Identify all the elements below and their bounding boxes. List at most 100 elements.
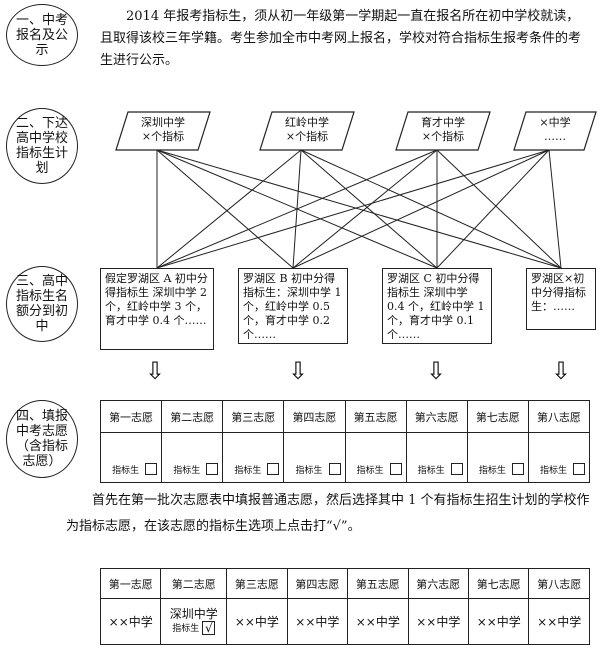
zhibiao-checkbox[interactable]: [511, 463, 524, 475]
step-1-ellipse: 一、中考报名及公示: [6, 4, 78, 66]
down-arrow-icon: ⇩: [288, 357, 309, 385]
volunteer-header-7: 第七志愿: [466, 400, 529, 433]
high-school-shape-1: [115, 111, 211, 151]
connection-line-1-2: [156, 149, 294, 269]
example-cell-1[interactable]: ××中学: [99, 598, 162, 645]
example-header-7: 第七志愿: [468, 568, 530, 599]
high-school-3-quota: ×个指标: [421, 130, 465, 143]
high-school-2-name: 红岭中学: [285, 116, 329, 129]
step-3-label: 三、高中指标生名额分到初中: [15, 274, 68, 334]
high-school-shape-3: [395, 111, 491, 151]
middle-school-box-c: 罗湖区 C 初中分得指标生 深圳中学 0.4 个，红岭中学 1 个，育才中学 0…: [382, 268, 492, 344]
zhibiao-checkbox[interactable]: [573, 463, 585, 475]
connection-line-4-4: [548, 149, 562, 269]
step-4-label: 四、填报中考志愿（含指标志愿）: [15, 409, 68, 469]
example-input-row: ××中学 深圳中学 指标生√ ××中学 ××中学 ××中学 ××中学 ××中学 …: [99, 598, 590, 645]
example-selected-school: 深圳中学: [169, 607, 218, 621]
zhibiao-checkbox[interactable]: [145, 463, 158, 475]
middle-school-c-text: 罗湖区 C 初中分得指标生 深圳中学 0.4 个，红岭中学 1 个，育才中学 0…: [387, 272, 485, 341]
middle-school-box-a: 假定罗湖区 A 初中分得指标生 深圳中学 2 个，红岭中学 3 个，育才中学 0…: [100, 268, 214, 350]
connection-line-3-1: [156, 149, 438, 269]
volunteer-header-3: 第三志愿: [222, 400, 285, 433]
example-header-3: 第三志愿: [226, 568, 288, 599]
example-header-8: 第八志愿: [528, 568, 590, 599]
volunteer-header-2: 第二志愿: [161, 400, 224, 433]
volunteer-cell-7[interactable]: 指标生: [466, 432, 529, 483]
connection-line-3-2: [292, 149, 438, 269]
high-school-4-quota: ……: [544, 130, 566, 143]
connection-line-1-4: [156, 149, 562, 269]
volunteer-cell-3[interactable]: 指标生: [222, 432, 285, 483]
volunteer-cell-6[interactable]: 指标生: [405, 432, 468, 483]
volunteer-cell-5[interactable]: 指标生: [344, 432, 407, 483]
zhibiao-label: 指标生: [234, 466, 262, 476]
middle-school-a-text: 假定罗湖区 A 初中分得指标生 深圳中学 2 个，红岭中学 3 个，育才中学 0…: [105, 272, 208, 327]
zhibiao-checkbox[interactable]: [267, 463, 280, 475]
high-school-2-quota: ×个指标: [285, 130, 329, 143]
step-3-ellipse: 三、高中指标生名额分到初中: [6, 266, 78, 342]
example-header-5: 第五志愿: [347, 568, 409, 599]
middle-school-box-b: 罗湖区 B 初中分得指标生：深圳中学 1 个，红岭中学 0.5 个，育才中学 0…: [238, 268, 348, 344]
example-cell-7[interactable]: ××中学: [468, 598, 530, 645]
zhibiao-checkbox[interactable]: [389, 463, 402, 475]
volunteer-cell-4[interactable]: 指标生: [283, 432, 346, 483]
volunteer-cell-1[interactable]: 指标生: [99, 432, 163, 483]
high-school-2: 红岭中学 ×个指标: [264, 116, 350, 144]
volunteer-table: 第一志愿 第二志愿 第三志愿 第四志愿 第五志愿 第六志愿 第七志愿 第八志愿 …: [99, 400, 591, 483]
middle-school-box-x: 罗湖区×初中分得指标生：……: [526, 268, 596, 330]
zhibiao-label: 指标生: [172, 624, 200, 634]
volunteer-header-5: 第五志愿: [344, 400, 407, 433]
zhibiao-checkbox[interactable]: [206, 463, 219, 475]
zhibiao-checkbox[interactable]: [328, 463, 341, 475]
high-school-shape-4: [513, 111, 597, 151]
zhibiao-label: 指标生: [173, 466, 201, 476]
volunteer-input-row: 指标生 指标生 指标生 指标生 指标生 指标生 指标生 指标生: [99, 432, 591, 483]
volunteer-header-1: 第一志愿: [99, 400, 163, 433]
zhibiao-label: 指标生: [295, 466, 323, 476]
connection-line-4-1: [156, 149, 550, 269]
volunteer-cell-2[interactable]: 指标生: [161, 432, 224, 483]
example-cell-6[interactable]: ××中学: [407, 598, 470, 645]
example-volunteer-table: 第一志愿 第二志愿 第三志愿 第四志愿 第五志愿 第六志愿 第七志愿 第八志愿 …: [99, 568, 590, 645]
high-school-4: ×中学 ……: [518, 116, 592, 144]
example-cell-3[interactable]: ××中学: [226, 598, 288, 645]
volunteer-header-row: 第一志愿 第二志愿 第三志愿 第四志愿 第五志愿 第六志愿 第七志愿 第八志愿: [99, 400, 591, 433]
high-school-3: 育才中学 ×个指标: [400, 116, 486, 144]
down-arrow-icon: ⇩: [426, 357, 447, 385]
volunteer-instructions: 首先在第一批次志愿表中填报普通志愿，然后选择其中 1 个有指标生招生计划的学校作…: [66, 493, 590, 534]
high-school-1-name: 深圳中学: [141, 116, 185, 129]
high-school-4-name: ×中学: [539, 116, 571, 129]
connection-line-3-4: [436, 149, 562, 269]
zhibiao-checked-box[interactable]: √: [202, 621, 216, 635]
zhibiao-label: 指标生: [417, 466, 445, 476]
example-cell-2[interactable]: 深圳中学 指标生√: [160, 598, 228, 645]
zhibiao-label: 指标生: [478, 466, 506, 476]
example-header-6: 第六志愿: [407, 568, 470, 599]
zhibiao-checkbox[interactable]: [450, 463, 463, 475]
high-school-shape-2: [259, 111, 355, 151]
connection-line-2-4: [300, 149, 562, 269]
example-cell-8[interactable]: ××中学: [528, 598, 590, 645]
high-school-3-name: 育才中学: [421, 116, 465, 129]
example-cell-4[interactable]: ××中学: [286, 598, 349, 645]
example-cell-5[interactable]: ××中学: [347, 598, 409, 645]
example-header-row: 第一志愿 第二志愿 第三志愿 第四志愿 第五志愿 第六志愿 第七志愿 第八志愿: [99, 568, 590, 599]
volunteer-cell-8[interactable]: 指标生: [527, 432, 591, 483]
step-1-label: 一、中考报名及公示: [15, 12, 68, 58]
zhibiao-label: 指标生: [539, 466, 567, 476]
connection-line-2-3: [300, 149, 438, 269]
connection-line-2-1: [156, 149, 302, 269]
high-school-1: 深圳中学 ×个指标: [120, 116, 206, 144]
high-school-1-quota: ×个指标: [141, 130, 185, 143]
step-2-label: 二、下达高中学校指标生计划: [15, 116, 68, 176]
example-header-4: 第四志愿: [286, 568, 349, 599]
down-arrow-icon: ⇩: [551, 357, 572, 385]
connection-line-4-3: [436, 149, 550, 269]
step-2-ellipse: 二、下达高中学校指标生计划: [6, 108, 78, 184]
volunteer-header-4: 第四志愿: [283, 400, 346, 433]
zhibiao-label: 指标生: [356, 466, 384, 476]
volunteer-header-6: 第六志愿: [405, 400, 468, 433]
example-header-1: 第一志愿: [99, 568, 162, 599]
zhibiao-label: 指标生: [112, 466, 140, 476]
example-header-2: 第二志愿: [160, 568, 228, 599]
